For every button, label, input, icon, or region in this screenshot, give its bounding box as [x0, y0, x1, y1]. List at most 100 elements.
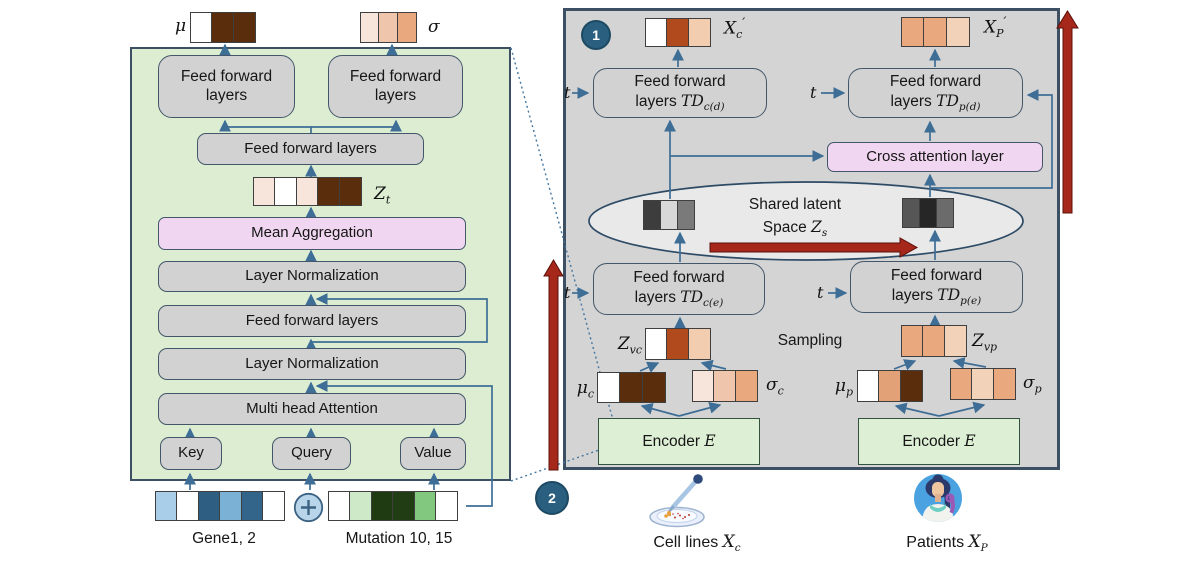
vector-cell: [317, 177, 341, 206]
vector-cell: [992, 368, 1016, 400]
vector-cell: [950, 368, 973, 400]
mu-vector: [190, 12, 256, 43]
gene-label: Gene1, 2: [192, 530, 256, 547]
vector-cell: [597, 372, 621, 403]
feed-forward-lower-box: Feed forward layers: [158, 305, 466, 337]
cell-lines-icon: [646, 472, 714, 535]
t-label-pe: t: [817, 283, 824, 302]
vector-cell: [659, 200, 679, 230]
vector-cell: [643, 200, 662, 230]
vector-cell: [902, 198, 921, 228]
t-label-cd: t: [564, 83, 571, 102]
vector-cell: [413, 491, 437, 521]
vector-cell: [945, 17, 970, 47]
zvp-vector: [901, 325, 967, 357]
vector-cell: [190, 12, 213, 43]
vector-cell: [262, 491, 286, 521]
vector-cell: [396, 12, 417, 43]
mu-c-vector: [597, 372, 666, 403]
xp-prime-label: XP′: [984, 15, 1007, 41]
vector-cell: [197, 491, 221, 521]
sigma-c-label: σc: [766, 375, 784, 398]
vector-cell: [687, 328, 711, 360]
latent-p-vector: [902, 198, 955, 228]
vector-cell: [943, 325, 967, 357]
vector-cell: [692, 370, 715, 402]
mu-p-vector: [857, 370, 923, 402]
sampling-label: Sampling: [777, 332, 843, 349]
vector-cell: [923, 17, 948, 47]
vector-cell: [645, 328, 668, 360]
shared-latent-label-line1: Shared latent: [748, 196, 842, 213]
zt-vector: [253, 177, 362, 206]
zvp-label: Zvp: [972, 331, 998, 354]
vector-cell: [435, 491, 459, 521]
xc-prime-label: Xc′: [724, 16, 746, 42]
red-arrow-up-left: [543, 259, 564, 471]
vector-cell: [155, 491, 178, 521]
mutation-label: Mutation 10, 15: [345, 530, 453, 547]
cell-lines-label: Cell lines Xc: [653, 532, 741, 555]
vector-cell: [666, 328, 690, 360]
mutation-vector: [328, 491, 459, 521]
vector-cell: [878, 370, 902, 402]
sigma-vector: [360, 12, 417, 43]
shared-latent-label-line2: Space Zs: [762, 218, 828, 240]
vector-cell: [857, 370, 880, 402]
latent-c-vector: [643, 200, 696, 230]
cross-attention-box: Cross attention layer: [827, 142, 1043, 172]
encoder-p-box: Encoder E: [858, 418, 1020, 465]
xc-prime-vector: [645, 18, 711, 47]
layer-norm-upper-box: Layer Normalization: [158, 261, 466, 292]
red-arrow-latent: [709, 237, 919, 258]
zt-label: Zt: [374, 184, 391, 207]
sigma-c-vector: [692, 370, 758, 402]
multi-head-attention-box: Multi head Attention: [158, 393, 466, 425]
vector-cell: [734, 370, 758, 402]
vector-cell: [338, 177, 362, 206]
vector-cell: [687, 18, 711, 47]
sigma-p-vector: [950, 368, 1016, 400]
mu-label: μ: [174, 16, 186, 36]
vector-cell: [370, 491, 394, 521]
sigma-label: σ: [428, 17, 440, 37]
t-label-pd: t: [810, 83, 817, 102]
xp-prime-vector: [901, 17, 970, 47]
vector-cell: [713, 370, 737, 402]
mu-p-label: μp: [834, 376, 853, 399]
vector-cell: [240, 491, 264, 521]
patients-label: Patients XP: [906, 532, 988, 555]
vector-cell: [641, 372, 666, 403]
vector-cell: [899, 370, 923, 402]
mu-c-label: μc: [576, 378, 594, 401]
vector-cell: [619, 372, 644, 403]
vector-cell: [901, 325, 924, 357]
vector-cell: [232, 12, 256, 43]
patients-icon: [913, 473, 963, 528]
vector-cell: [392, 491, 416, 521]
query-box: Query: [272, 437, 351, 470]
vector-cell: [274, 177, 298, 206]
feed-forward-mid-box: Feed forward layers: [197, 133, 424, 165]
zvc-label: Zvc: [617, 334, 642, 357]
vector-cell: [676, 200, 696, 230]
layer-norm-lower-box: Layer Normalization: [158, 348, 466, 380]
oplus-icon: [293, 492, 324, 528]
vector-cell: [360, 12, 380, 43]
vector-cell: [328, 491, 351, 521]
key-box: Key: [160, 437, 222, 470]
vector-cell: [295, 177, 319, 206]
gene-vector: [155, 491, 286, 521]
vector-cell: [645, 18, 668, 47]
vector-cell: [935, 198, 955, 228]
step-2-badge: 2: [535, 481, 569, 515]
vector-cell: [349, 491, 373, 521]
vector-cell: [219, 491, 243, 521]
